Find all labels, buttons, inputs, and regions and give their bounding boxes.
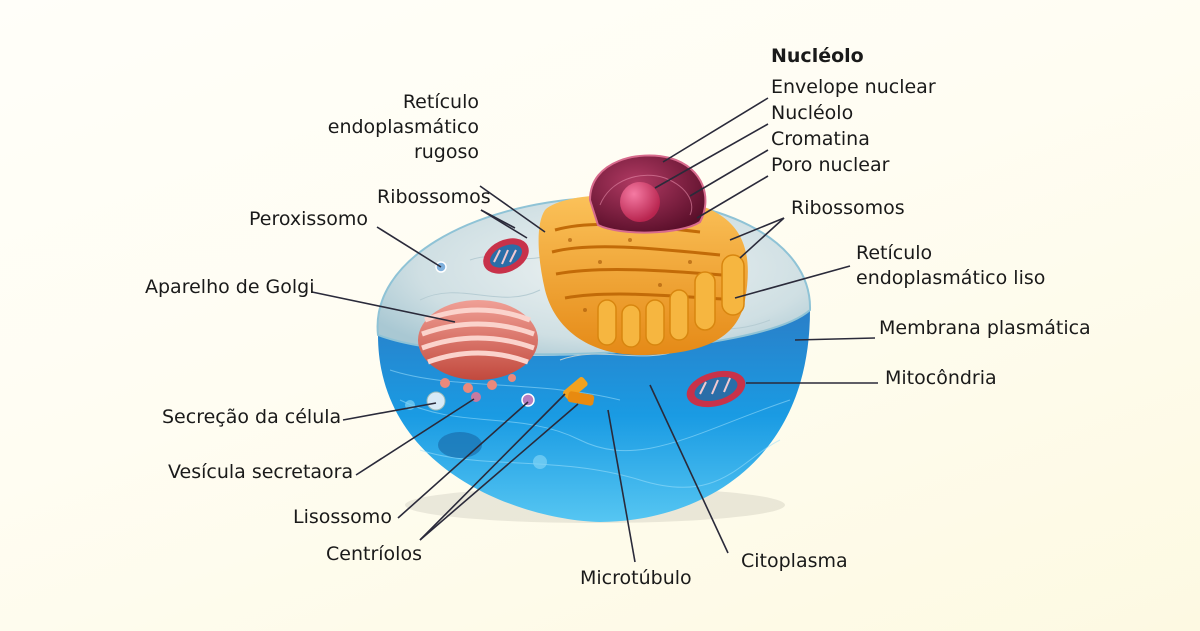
smooth-endoplasmic-reticulum (597, 254, 745, 348)
label-peroxisome: Peroxissomo (249, 208, 368, 230)
golgi-apparatus (418, 300, 538, 393)
centrioles (563, 377, 595, 406)
label-rough-er: Retículo endoplasmático rugoso (327, 91, 479, 163)
mitochondrion-right (686, 370, 746, 408)
label-plasma-membrane: Membrana plasmática (879, 317, 1091, 339)
secretion-vesicle (426, 391, 446, 411)
label-secretion: Secreção da célula (162, 406, 342, 428)
label-cytoplasm: Citoplasma (741, 550, 848, 572)
nucleolus (620, 182, 660, 222)
label-centrioles: Centríolos (326, 543, 422, 565)
mitochondrion-upper (483, 238, 529, 274)
label-golgi: Aparelho de Golgi (145, 276, 315, 298)
leader-lines (311, 97, 878, 563)
label-secretory-vesicle: Vesícula secretaora (168, 461, 354, 483)
bowl-vesicle (533, 455, 547, 469)
nucleus (588, 154, 707, 234)
label-lysosome: Lisossomo (293, 506, 392, 528)
label-ribosomes-left: Ribossomos (377, 186, 491, 208)
label-nuclear-pore: Poro nuclear (771, 154, 890, 176)
nucleus-group-heading: Nucléolo (771, 45, 864, 67)
label-nucleolus: Nucléolo (771, 102, 854, 124)
label-ribosomes-right: Ribossomos (791, 197, 905, 219)
label-nuclear-envelope: Envelope nuclear (771, 76, 936, 98)
label-smooth-er: Retículo endoplasmático liso (856, 242, 1046, 289)
label-microtubule: Microtúbulo (580, 567, 692, 589)
bowl-mitochondrion (438, 432, 482, 458)
label-chromatin: Cromatina (771, 128, 870, 150)
cytoskeleton-fibers (389, 369, 791, 488)
label-mitochondria: Mitocôndria (885, 367, 997, 389)
lysosome (521, 393, 535, 407)
